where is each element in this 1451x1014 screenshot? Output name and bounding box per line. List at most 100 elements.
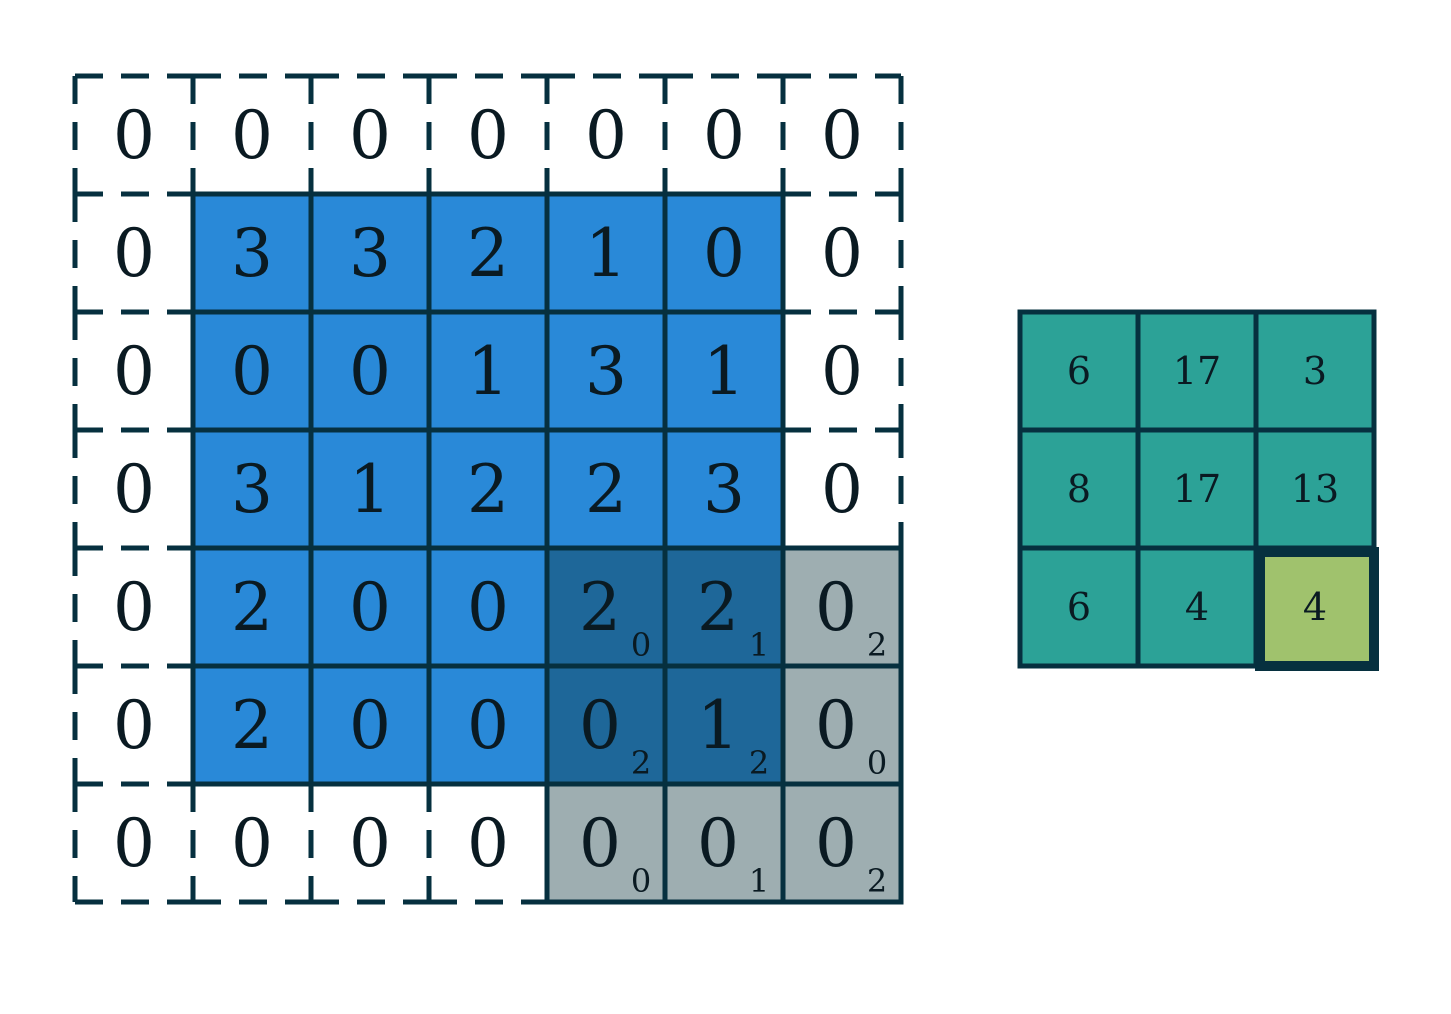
input-value: 0 bbox=[579, 687, 621, 764]
highlight-fill bbox=[1255, 547, 1379, 671]
input-value: 0 bbox=[113, 333, 155, 410]
input-value: 0 bbox=[815, 569, 857, 646]
kernel-weight: 1 bbox=[749, 862, 769, 900]
output-value: 3 bbox=[1303, 349, 1327, 393]
padding-cell bbox=[547, 76, 665, 194]
input-value: 0 bbox=[815, 805, 857, 882]
kernel-overlap-cell bbox=[665, 666, 783, 784]
input-value: 2 bbox=[585, 451, 627, 528]
padding-cell bbox=[783, 194, 901, 312]
output-value: 6 bbox=[1067, 585, 1091, 629]
cell-fill bbox=[665, 430, 783, 548]
input-cell bbox=[311, 548, 429, 666]
input-value: 3 bbox=[231, 451, 273, 528]
input-cell bbox=[193, 666, 311, 784]
cell-fill bbox=[783, 430, 901, 548]
kernel-padding-cell bbox=[665, 784, 783, 902]
padding-cell bbox=[75, 194, 193, 312]
padding-cell bbox=[75, 666, 193, 784]
input-value: 0 bbox=[703, 97, 745, 174]
kernel-weight: 2 bbox=[867, 626, 887, 664]
kernel-overlap-cell bbox=[547, 548, 665, 666]
output-cell: 8 bbox=[1017, 427, 1141, 551]
kernel-padding-cell bbox=[783, 666, 901, 784]
input-value: 0 bbox=[113, 687, 155, 764]
cell-fill bbox=[75, 312, 193, 430]
padding-cell bbox=[429, 76, 547, 194]
padding-cell bbox=[311, 784, 429, 902]
input-cell bbox=[429, 548, 547, 666]
input-cell bbox=[193, 548, 311, 666]
input-cell bbox=[429, 312, 547, 430]
output-value: 13 bbox=[1291, 467, 1339, 511]
cell-fill bbox=[311, 312, 429, 430]
cell-fill bbox=[429, 784, 547, 902]
cell-fill bbox=[547, 430, 665, 548]
input-value: 0 bbox=[349, 97, 391, 174]
cell-fill bbox=[193, 194, 311, 312]
cell-fill bbox=[193, 548, 311, 666]
cell-fill bbox=[193, 76, 311, 194]
kernel-padding-cell bbox=[783, 548, 901, 666]
input-value: 0 bbox=[821, 333, 863, 410]
input-value: 0 bbox=[467, 687, 509, 764]
cell-fill bbox=[783, 312, 901, 430]
cell-fill bbox=[311, 76, 429, 194]
padding-cell bbox=[665, 76, 783, 194]
padding-cell bbox=[75, 784, 193, 902]
input-value: 0 bbox=[231, 333, 273, 410]
input-cell bbox=[311, 194, 429, 312]
kernel-overlap-cell bbox=[665, 548, 783, 666]
cell-fill bbox=[311, 666, 429, 784]
input-cell bbox=[547, 430, 665, 548]
cell-fill bbox=[547, 76, 665, 194]
input-value: 0 bbox=[231, 805, 273, 882]
cell-fill bbox=[783, 784, 901, 902]
output-cell: 6 bbox=[1017, 545, 1141, 669]
cell-fill bbox=[1017, 545, 1141, 669]
cell-fill bbox=[783, 76, 901, 194]
cell-fill bbox=[1253, 309, 1377, 433]
output-cell-highlighted: 4 bbox=[1253, 545, 1379, 671]
cell-fill bbox=[429, 312, 547, 430]
input-cell bbox=[311, 666, 429, 784]
input-cell bbox=[429, 430, 547, 548]
input-value: 0 bbox=[349, 687, 391, 764]
cell-fill bbox=[1017, 427, 1141, 551]
cell-fill bbox=[783, 666, 901, 784]
cell-fill bbox=[75, 430, 193, 548]
cell-fill bbox=[75, 784, 193, 902]
cell-fill bbox=[429, 430, 547, 548]
input-cell bbox=[311, 430, 429, 548]
kernel-weight: 2 bbox=[867, 862, 887, 900]
input-value: 0 bbox=[579, 805, 621, 882]
cell-fill bbox=[665, 312, 783, 430]
cell-fill bbox=[1135, 309, 1259, 433]
kernel-weight: 1 bbox=[749, 626, 769, 664]
cell-fill bbox=[665, 548, 783, 666]
input-cell bbox=[665, 430, 783, 548]
cell-fill bbox=[547, 666, 665, 784]
input-cell bbox=[193, 312, 311, 430]
cell-fill bbox=[1253, 427, 1377, 551]
input-cells bbox=[75, 76, 901, 902]
cell-fill bbox=[547, 194, 665, 312]
input-cell bbox=[665, 194, 783, 312]
cell-fill bbox=[311, 194, 429, 312]
input-value: 1 bbox=[467, 333, 509, 410]
input-value: 0 bbox=[113, 215, 155, 292]
input-value: 0 bbox=[113, 569, 155, 646]
cell-fill bbox=[75, 194, 193, 312]
padding-cell bbox=[783, 312, 901, 430]
input-cell bbox=[665, 312, 783, 430]
input-value: 0 bbox=[349, 805, 391, 882]
cell-fill bbox=[665, 194, 783, 312]
input-cell bbox=[429, 194, 547, 312]
input-value: 2 bbox=[467, 451, 509, 528]
input-value: 3 bbox=[349, 215, 391, 292]
output-cell: 13 bbox=[1253, 427, 1377, 551]
input-value: 1 bbox=[697, 687, 739, 764]
output-value: 17 bbox=[1173, 349, 1221, 393]
